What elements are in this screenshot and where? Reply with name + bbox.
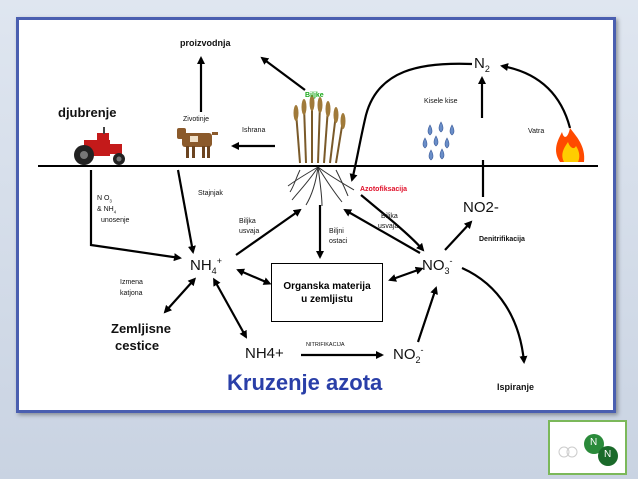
nh4-sup: + [216,256,222,266]
label-n2: N2 [474,56,490,74]
arrow-biljke-proizvodnja [260,56,306,91]
label-no3: NO3- [422,257,453,276]
atom-1-label: N [590,437,598,448]
arrow-nh4-biljke [235,208,302,256]
label-izmena-katjona-1: Izmena [120,279,143,286]
n2-text: N [474,55,485,72]
label-azotofiksacija: Azotofiksacija [360,186,408,193]
label-no2: NO2- [393,346,424,365]
label-nh4: NH4+ [190,257,222,276]
label-no2-minus: NO2- [463,199,499,216]
label-denitrifikacija: Denitrifikacija [479,236,525,243]
wheat-ears [293,95,346,129]
arrow-no3-ispiranje [461,266,528,364]
nh4-text: NH [190,257,212,274]
arrow-no2-no3 [416,286,438,343]
label-biljke: Biljke [305,92,324,99]
arrow-no3-biljke [343,209,421,254]
arrow-nh4-zemljisne [163,277,197,314]
label-ishrana: Ishrana [242,127,266,134]
arrow-nh4-nh4plus [213,277,247,339]
label-djubrenje: djubrenje [58,105,117,120]
n2-molecule-graphic [558,434,618,466]
label-proizvodnja: proizvodnja [180,38,231,48]
label-biljni-ostaci-1: Biljni [329,228,344,235]
label-no3-line: N O3 [97,195,112,204]
label-biljka-usvaja-left-2: usvaja [239,228,260,235]
nh4-sub: 4 [211,266,217,276]
no3-big-sup: - [449,256,453,266]
arrow-zivotinje-nh4 [176,169,196,254]
no2-sub: 2 [415,355,421,365]
label-zemljisne-cestice-1: Zemljisne [111,321,171,336]
label-biljka-usvaja-right-2: usvaja [378,223,399,230]
cow-icon [177,128,218,158]
no3-big-sub: 3 [444,266,450,276]
label-izmena-katjona-2: katjona [120,290,143,297]
label-kisele-kise: Kisele kise [424,98,458,105]
organska-materija-box: Organska materija u zemljistu [271,263,383,322]
roots-icon [287,166,355,207]
atom-2-label: N [604,449,612,460]
fire-icon [556,128,585,162]
rain-drops-icon [422,121,455,161]
n2-sub: 2 [484,64,490,74]
arrow-organska-nh4 [236,268,272,285]
arrow-no3-organska [388,266,424,282]
arrow-no3-no2minus [444,220,473,251]
no3-sub-text: 3 [109,198,112,204]
arrow-n2-azotofiksacija [349,62,473,182]
label-unosenje: unosenje [101,217,130,224]
n2-molecule-badge: N N [548,420,627,475]
organska-materija-line2: u zemljistu [301,294,353,305]
no3-big-text: NO [422,257,445,274]
label-vatra: Vatra [528,128,545,135]
organska-materija-line1: Organska materija [283,281,371,292]
nh4-small-sub: 4 [113,209,117,215]
nh4-small-text: & NH [97,206,114,213]
arrow-djubrenje-nh4 [89,170,182,262]
label-biljka-usvaja-left-1: Biljka [239,218,256,225]
label-stajnjak: Stajnjak [198,190,223,197]
label-nh4-line: & NH4 [97,206,116,215]
arrow-vatra-n2 [500,63,572,129]
label-ispiranje: Ispiranje [497,382,535,392]
label-nh4-plus: NH4+ [245,345,284,362]
diagram-frame [16,17,616,413]
no3-text: N O [97,195,110,202]
label-zivotinje: Zivotinje [183,116,210,123]
no2-sup: - [420,345,424,355]
label-biljka-usvaja-right-1: Biljka [381,213,398,220]
no2-text: NO [393,346,416,363]
arrow-azotofiksacija-no3 [360,194,425,252]
label-zemljisne-cestice-2: cestice [115,338,160,353]
diagram-title: Kruzenje azota [227,370,383,395]
label-nitrifikacija: NITRIFIKACIJA [306,342,345,348]
tractor-icon [74,127,125,165]
label-biljni-ostaci-2: ostaci [329,238,348,245]
